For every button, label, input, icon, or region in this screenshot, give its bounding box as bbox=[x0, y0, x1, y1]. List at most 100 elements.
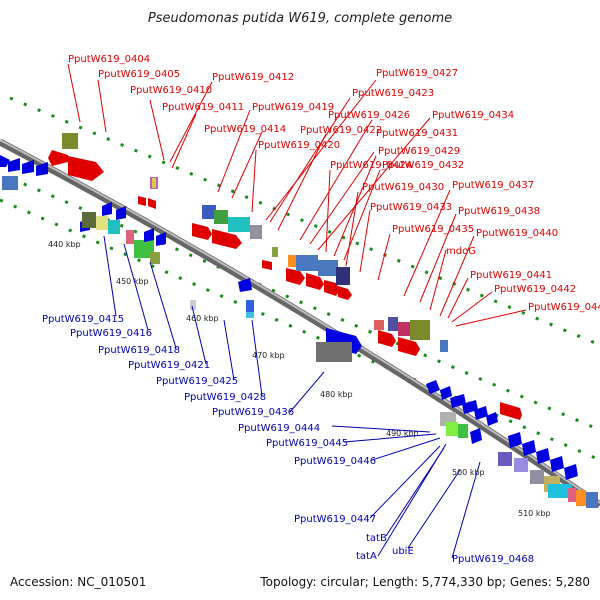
gene-box bbox=[530, 470, 544, 484]
gene-arrow bbox=[102, 202, 112, 216]
kbp-label: 500 kbp bbox=[452, 468, 485, 477]
gene-arrow bbox=[522, 440, 536, 456]
gene-arrow bbox=[116, 206, 126, 220]
gene-box bbox=[514, 458, 528, 472]
gene-arrow bbox=[8, 158, 20, 172]
gene-arrow bbox=[68, 156, 104, 181]
gene-arrow bbox=[510, 405, 522, 420]
gene-label: PputW619_0404 bbox=[68, 54, 150, 65]
gene-arrow bbox=[508, 432, 522, 448]
gene-box bbox=[336, 267, 350, 285]
gene-arrow bbox=[500, 402, 512, 417]
gene-box bbox=[82, 212, 96, 228]
gene-box bbox=[296, 255, 318, 271]
gene-label: PputW619_0436 bbox=[212, 407, 294, 418]
gene-box bbox=[272, 247, 278, 257]
gene-label: PputW619_0415 bbox=[42, 314, 124, 325]
gene-label: PputW619_0416 bbox=[70, 328, 152, 339]
gene-box bbox=[316, 342, 352, 362]
gene-box bbox=[318, 260, 338, 276]
kbp-label: 440 kbp bbox=[48, 240, 81, 249]
gene-box bbox=[288, 255, 296, 267]
gene-box bbox=[250, 225, 262, 239]
gene-arrow bbox=[462, 400, 478, 414]
gene-box bbox=[374, 320, 384, 330]
gene-label: PputW619_0468 bbox=[452, 554, 534, 565]
forward-labels bbox=[67, 63, 527, 327]
gene-box bbox=[398, 322, 412, 336]
gene-label: PputW619_0424 bbox=[330, 160, 412, 171]
reverse-labels bbox=[103, 235, 481, 559]
gene-box bbox=[214, 210, 228, 224]
gene-label: PputW619_0442 bbox=[494, 284, 576, 295]
gene-label: PputW619_0447 bbox=[294, 514, 376, 525]
gene-label: PputW619_0428 bbox=[184, 392, 266, 403]
gene-box bbox=[126, 230, 134, 244]
kbp-label: 490 kbp bbox=[386, 429, 419, 438]
gene-label: PputW619_0423 bbox=[352, 88, 434, 99]
gene-box bbox=[134, 240, 154, 258]
gene-box bbox=[2, 176, 18, 190]
reverse-genes bbox=[0, 155, 598, 508]
gene-label: tatB bbox=[366, 533, 387, 544]
gene-label: PputW619_0433 bbox=[370, 202, 452, 213]
gene-box bbox=[246, 312, 254, 318]
gene-label: PputW619_0411 bbox=[162, 102, 244, 113]
gene-label: tatA bbox=[356, 551, 377, 562]
gene-box bbox=[410, 320, 430, 340]
gene-box bbox=[62, 133, 78, 149]
kbp-label: 470 kbp bbox=[252, 351, 285, 360]
gene-label: PputW619_0445 bbox=[266, 438, 348, 449]
gene-arrow bbox=[48, 150, 68, 166]
gene-box bbox=[228, 217, 250, 232]
kbp-label: 450 kbp bbox=[116, 277, 149, 286]
gene-label: ubiE bbox=[392, 546, 414, 557]
gene-arrow bbox=[238, 278, 252, 292]
gene-arrow bbox=[192, 223, 212, 240]
gene-arrow bbox=[156, 232, 166, 246]
gene-label: PputW619_0434 bbox=[432, 110, 514, 121]
gene-box bbox=[446, 422, 458, 436]
gene-label: PputW619_0438 bbox=[458, 206, 540, 217]
gene-box bbox=[150, 252, 160, 264]
accession-text: Accession: NC_010501 bbox=[10, 575, 146, 589]
gene-label: PputW619_0446 bbox=[294, 456, 376, 467]
gene-arrow bbox=[286, 268, 305, 285]
gene-label: PputW619_0440 bbox=[476, 228, 558, 239]
gene-arrow bbox=[0, 155, 10, 167]
gene-arrow bbox=[36, 162, 48, 176]
gene-arrow bbox=[450, 394, 466, 408]
gene-arrow bbox=[426, 380, 440, 394]
gene-box bbox=[576, 490, 586, 506]
gene-label: PputW619_0426 bbox=[328, 110, 410, 121]
gene-label: PputW619_0421 bbox=[128, 360, 210, 371]
gene-label: PputW619_0405 bbox=[98, 69, 180, 80]
gene-label: PputW619_0419 bbox=[252, 102, 334, 113]
gene-label: PputW619_0425 bbox=[156, 376, 238, 387]
gene-box bbox=[568, 488, 576, 502]
gene-arrow bbox=[212, 229, 242, 249]
gene-box bbox=[190, 300, 196, 310]
gene-arrow bbox=[470, 428, 482, 444]
gene-arrow bbox=[378, 330, 396, 347]
gene-label: PputW619_0431 bbox=[376, 128, 458, 139]
gene-label: PputW619_0441 bbox=[470, 270, 552, 281]
gene-box bbox=[96, 216, 108, 230]
gene-label: mdoG bbox=[446, 246, 476, 257]
gene-label: PputW619_0437 bbox=[452, 180, 534, 191]
gene-arrow bbox=[306, 273, 324, 290]
gene-box bbox=[202, 205, 216, 219]
gene-box bbox=[586, 492, 598, 508]
gene-label: PputW619_0429 bbox=[378, 146, 460, 157]
gene-arrow bbox=[262, 260, 272, 270]
gene-arrow bbox=[486, 412, 498, 426]
gene-arrow bbox=[144, 228, 154, 242]
gene-arrow bbox=[148, 198, 156, 209]
gene-arrow bbox=[536, 448, 550, 464]
kbp-label: 480 kbp bbox=[320, 390, 353, 399]
gene-arrow bbox=[564, 464, 578, 480]
gene-label: PputW619_0432 bbox=[382, 160, 464, 171]
kbp-label: 510 kbp bbox=[518, 509, 551, 518]
gene-box bbox=[246, 300, 254, 314]
